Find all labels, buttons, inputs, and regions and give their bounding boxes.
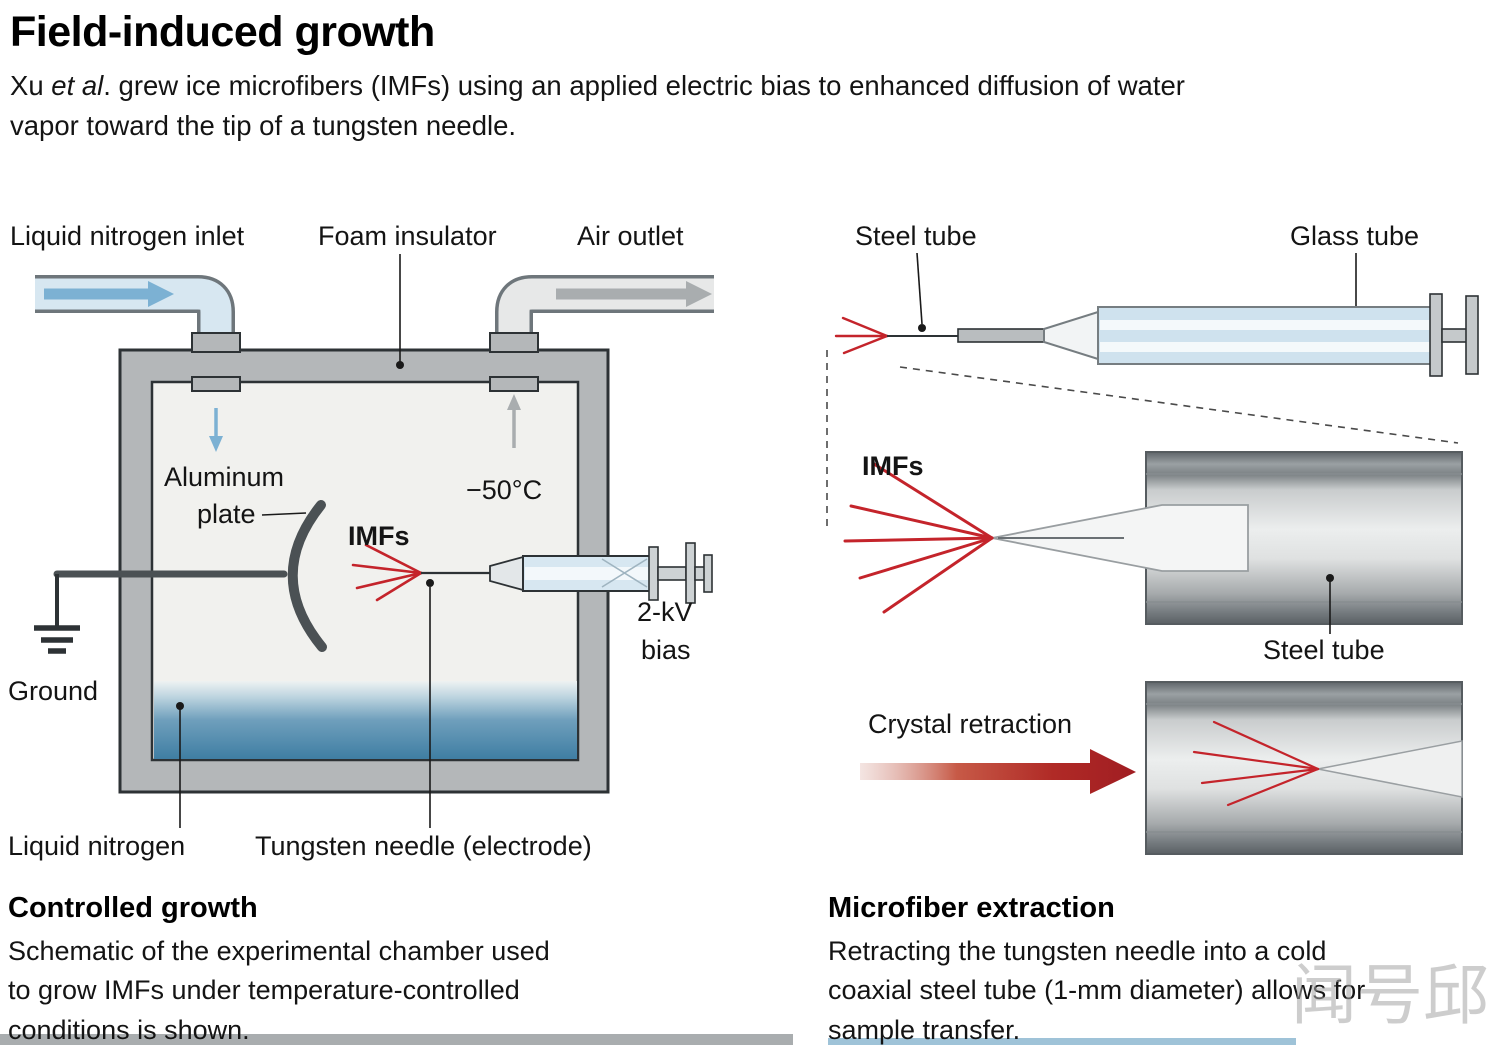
bias-syringe xyxy=(489,542,713,604)
steel-tube-top-pointer xyxy=(916,252,926,332)
pipe-collars xyxy=(191,332,539,392)
label-liquid-nitrogen-inlet: Liquid nitrogen inlet xyxy=(10,221,245,251)
zoom-dashed-lines xyxy=(826,350,1459,527)
imf-crystals-retracted xyxy=(1192,720,1320,807)
label-bias-line1: 2-kV xyxy=(637,597,693,627)
label-aluminum-plate: plate xyxy=(197,499,256,529)
ground-wire xyxy=(53,570,288,627)
label-temperature: −50°C xyxy=(466,475,543,505)
caption-right-line1: Retracting the tungsten needle into a co… xyxy=(828,936,1327,966)
imf-crystals-left xyxy=(351,543,423,602)
imf-crystals-enlarged xyxy=(843,462,994,614)
label-bias-line2: bias xyxy=(641,635,691,665)
caption-right-line3: sample transfer. xyxy=(828,1014,1021,1045)
label-foam-insulator: Foam insulator xyxy=(318,221,497,251)
growth-chamber-diagram xyxy=(34,254,714,828)
nitrogen-down-arrow xyxy=(209,408,223,452)
caption-left-line2: to grow IMFs under temperature-controlle… xyxy=(8,975,520,1006)
intro-line2: vapor toward the tip of a tungsten needl… xyxy=(10,109,517,141)
nitrogen-flow-arrow xyxy=(44,281,174,307)
liquid-nitrogen-pointer xyxy=(176,702,184,828)
extraction-diagram xyxy=(826,252,1479,855)
label-liquid-nitrogen: Liquid nitrogen xyxy=(8,831,186,861)
ground-symbol xyxy=(34,625,80,654)
bottom-gray-strip xyxy=(0,1034,793,1045)
label-steel-tube-mid: Steel tube xyxy=(1263,635,1385,665)
air-up-arrow xyxy=(507,394,521,448)
steel-tube-mid-pointer xyxy=(1326,574,1334,634)
caption-left-text: Schematic of the experimental chamber us… xyxy=(8,932,550,1045)
foam-insulator-pointer xyxy=(396,254,404,369)
caption-left-heading: Controlled growth xyxy=(8,892,258,924)
watermark-text: 闻号邱 xyxy=(1291,958,1489,1032)
caption-left-line1: Schematic of the experimental chamber us… xyxy=(8,936,550,966)
label-aluminum: Aluminum xyxy=(164,462,285,492)
label-ground: Ground xyxy=(8,676,99,706)
figure-intro: Xu et al. grew ice microfibers (IMFs) us… xyxy=(10,66,1185,146)
label-imfs-chamber: IMFs xyxy=(348,521,410,551)
caption-left-line3: conditions is shown. xyxy=(8,1014,250,1045)
nitrogen-inlet-pipe xyxy=(35,275,235,386)
label-air-outlet: Air outlet xyxy=(577,221,684,251)
caption-right-text: Retracting the tungsten needle into a co… xyxy=(828,932,1365,1045)
air-outlet-pipe xyxy=(495,275,714,386)
liquid-nitrogen-pool xyxy=(154,681,577,759)
caption-right-line2: coaxial steel tube (1-mm diameter) allow… xyxy=(828,975,1366,1006)
needle-assembly xyxy=(887,310,1099,361)
air-flow-arrow xyxy=(556,281,712,307)
label-crystal-retraction: Crystal retraction xyxy=(868,709,1073,739)
aluminum-plate xyxy=(287,500,327,652)
imf-crystals-top xyxy=(834,316,889,355)
aluminum-plate-pointer xyxy=(261,512,307,516)
intro-line1: Xu et al. grew ice microfibers (IMFs) us… xyxy=(10,70,1185,101)
glass-syringe xyxy=(1097,293,1479,377)
figure-title: Field-induced growth xyxy=(10,8,435,56)
retraction-arrow xyxy=(860,749,1136,794)
label-imfs-extraction: IMFs xyxy=(862,451,924,481)
glass-pipette xyxy=(991,504,1249,572)
label-tungsten-needle: Tungsten needle (electrode) xyxy=(255,831,592,861)
label-glass-tube: Glass tube xyxy=(1290,221,1420,251)
bottom-blue-strip xyxy=(828,1038,1296,1045)
tungsten-needle-pointer xyxy=(426,579,434,828)
label-steel-tube-top: Steel tube xyxy=(855,221,977,251)
caption-right-heading: Microfiber extraction xyxy=(828,892,1115,924)
